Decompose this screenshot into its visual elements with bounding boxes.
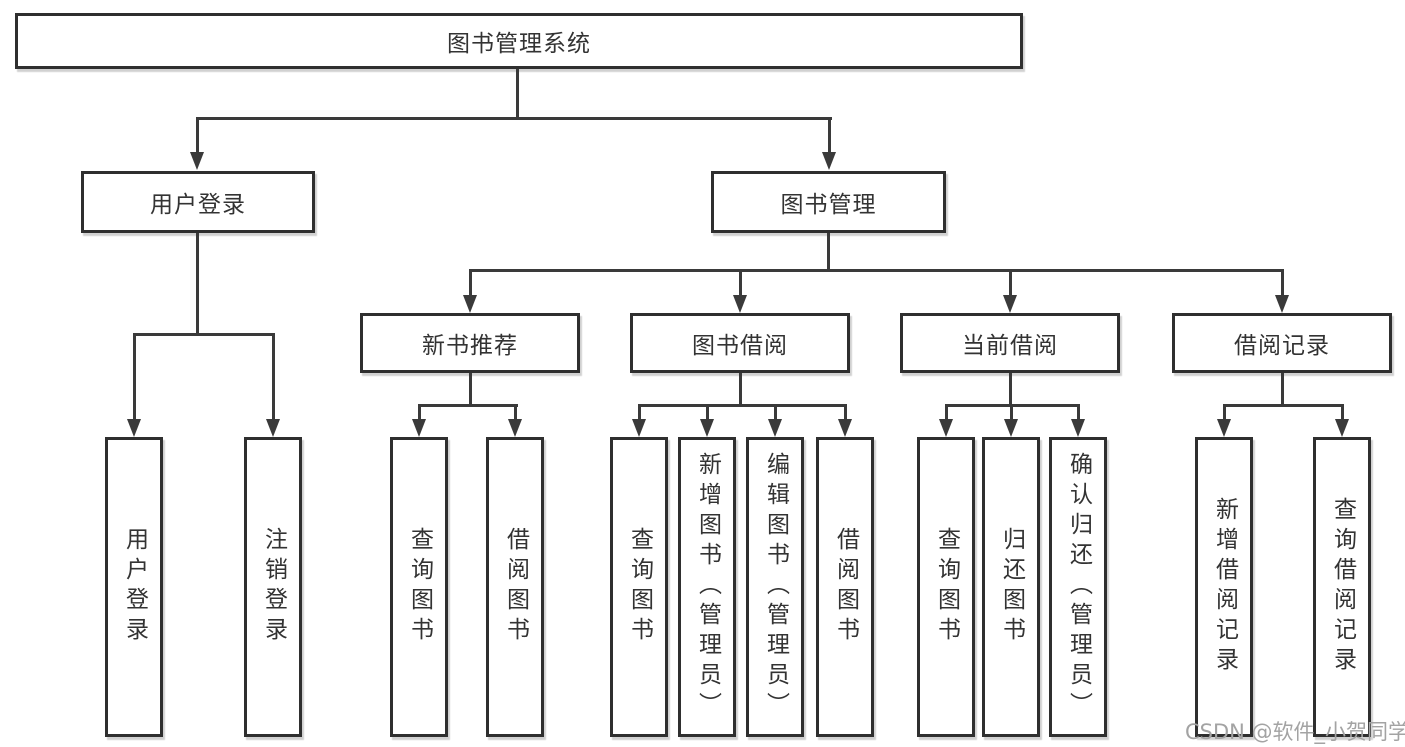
connector	[827, 233, 830, 272]
connector	[469, 269, 472, 297]
arrow-down-icon	[1335, 419, 1349, 437]
arrow-down-icon	[508, 419, 522, 437]
arrow-down-icon	[768, 419, 782, 437]
node-label: 当前借阅	[962, 333, 1058, 359]
node-label: 查询图书	[933, 527, 960, 647]
node-label: 新增图书（管理员）	[694, 452, 721, 722]
csdn-watermark: CSDN @软件_小贺同学	[1185, 720, 1405, 744]
leaf-edit-book-admin: 编辑图书（管理员）	[746, 437, 804, 737]
connector	[706, 404, 709, 421]
arrow-down-icon	[1003, 295, 1017, 313]
connector	[469, 269, 1284, 272]
connector	[1281, 373, 1284, 406]
arrow-down-icon	[127, 419, 141, 437]
node-label: 查询图书	[626, 527, 653, 647]
leaf-add-book-admin: 新增图书（管理员）	[678, 437, 736, 737]
node-label: 编辑图书（管理员）	[762, 452, 789, 722]
connector	[418, 404, 518, 407]
node-label: 查询借阅记录	[1329, 497, 1356, 677]
leaf-query-borrow-record: 查询借阅记录	[1313, 437, 1371, 737]
connector	[1341, 404, 1344, 421]
node-borrowing-records: 借阅记录	[1172, 313, 1392, 373]
node-book-borrowing: 图书借阅	[630, 313, 850, 373]
leaf-query-books-current: 查询图书	[917, 437, 975, 737]
node-label: 用户登录	[121, 527, 148, 647]
connector	[844, 404, 847, 421]
node-label: 借阅图书	[832, 527, 859, 647]
node-new-book-recommendation: 新书推荐	[360, 313, 580, 373]
arrow-down-icon	[939, 419, 953, 437]
leaf-confirm-return-admin: 确认归还（管理员）	[1049, 437, 1107, 737]
connector	[516, 69, 519, 119]
node-label: 用户登录	[150, 192, 246, 218]
leaf-return-books: 归还图书	[982, 437, 1040, 737]
node-current-borrowing: 当前借阅	[900, 313, 1120, 373]
connector	[272, 333, 275, 421]
arrow-down-icon	[822, 152, 836, 170]
connector	[133, 333, 275, 336]
node-book-management: 图书管理	[711, 171, 946, 233]
connector	[1077, 404, 1080, 421]
arrow-down-icon	[190, 152, 204, 170]
arrow-down-icon	[700, 419, 714, 437]
node-label: 图书借阅	[692, 333, 788, 359]
node-label: 查询图书	[406, 527, 433, 647]
connector	[1281, 269, 1284, 297]
connector	[133, 333, 136, 421]
node-label: 借阅记录	[1234, 333, 1330, 359]
arrow-down-icon	[733, 295, 747, 313]
node-label: 注销登录	[260, 527, 287, 647]
leaf-logout: 注销登录	[244, 437, 302, 737]
connector	[196, 233, 199, 336]
connector	[739, 373, 742, 406]
connector	[1223, 404, 1344, 407]
connector	[514, 404, 517, 421]
connector	[638, 404, 847, 407]
leaf-borrow-books-recommend: 借阅图书	[486, 437, 544, 737]
node-label: 图书管理	[780, 192, 877, 218]
connector	[1009, 269, 1012, 297]
arrow-down-icon	[838, 419, 852, 437]
arrow-down-icon	[1275, 295, 1289, 313]
node-user-login: 用户登录	[81, 171, 315, 233]
connector	[418, 404, 421, 421]
node-label: 借阅图书	[502, 527, 529, 647]
leaf-user-login: 用户登录	[105, 437, 163, 737]
leaf-query-books-borrowing: 查询图书	[610, 437, 668, 737]
connector	[1009, 373, 1012, 406]
node-label: 新增借阅记录	[1211, 497, 1238, 677]
arrow-down-icon	[632, 419, 646, 437]
node-label: 确认归还（管理员）	[1065, 452, 1092, 722]
connector	[739, 269, 742, 297]
connector	[469, 373, 472, 406]
node-library-management-system: 图书管理系统	[15, 13, 1023, 69]
connector	[638, 404, 641, 421]
arrow-down-icon	[1071, 419, 1085, 437]
node-label: 归还图书	[998, 527, 1025, 647]
leaf-query-books-recommend: 查询图书	[390, 437, 448, 737]
arrow-down-icon	[1217, 419, 1231, 437]
connector	[774, 404, 777, 421]
connector	[1010, 404, 1013, 421]
node-label: 新书推荐	[422, 333, 518, 359]
connector	[196, 117, 199, 155]
leaf-borrow-books: 借阅图书	[816, 437, 874, 737]
connector	[1223, 404, 1226, 421]
arrow-down-icon	[412, 419, 426, 437]
leaf-add-borrow-record: 新增借阅记录	[1195, 437, 1253, 737]
arrow-down-icon	[463, 295, 477, 313]
arrow-down-icon	[1004, 419, 1018, 437]
node-label: 图书管理系统	[447, 31, 591, 57]
connector	[828, 117, 831, 155]
connector	[945, 404, 948, 421]
arrow-down-icon	[266, 419, 280, 437]
connector	[196, 117, 832, 120]
